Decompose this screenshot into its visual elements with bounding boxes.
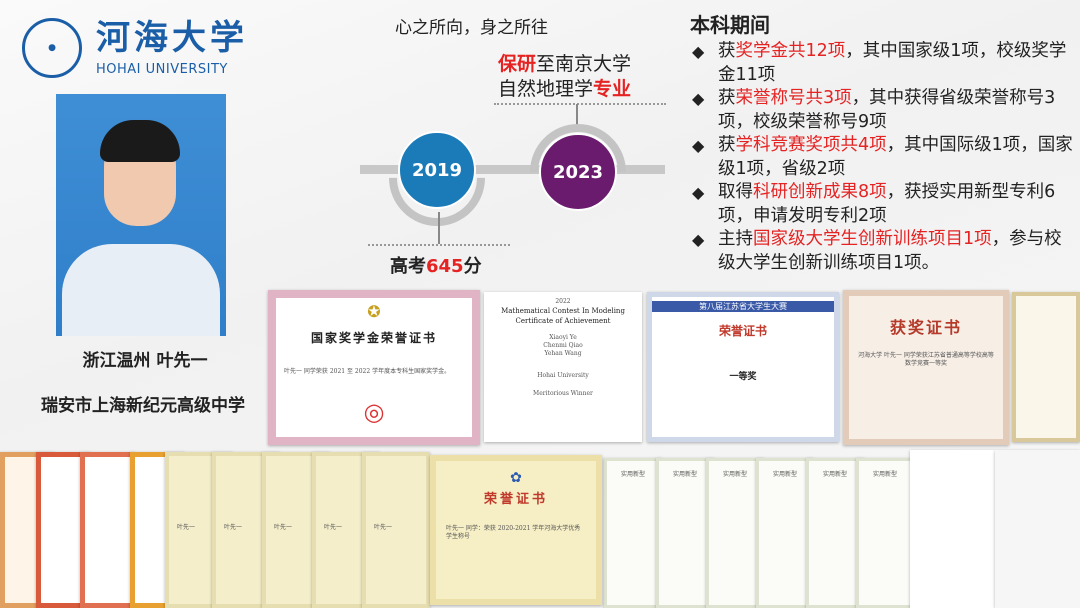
- national-scholarship-certificate: ✪ 国家奖学金荣誉证书 叶先一 同学荣获 2021 至 2022 学年度本专科生…: [268, 290, 480, 445]
- achievement-item: ◆主持国家级大学生创新训练项目1项，参与校级大学生创新训练项目1项。: [692, 229, 1062, 273]
- patent-certificate: 实用新型: [856, 458, 914, 608]
- patent-certificate: 实用新型: [656, 458, 714, 608]
- diamond-bullet-icon: ◆: [692, 230, 705, 249]
- diamond-bullet-icon: ◆: [692, 89, 705, 108]
- small-certificate: [80, 452, 135, 608]
- profile-photo: [56, 94, 226, 336]
- university-seal-icon: ●: [22, 18, 82, 78]
- achievements-title: 本科期间: [690, 13, 770, 37]
- achievement-item: ◆取得科研创新成果8项，获授实用新型专利6项，申请发明专利2项: [692, 182, 1056, 226]
- profile-school: 瑞安市上海新纪元高级中学: [41, 396, 245, 416]
- achievement-item: ◆获奖学金共12项，其中国家级1项，校级奖学金11项: [692, 41, 1067, 85]
- honor-certificate-small: 叶先一: [362, 452, 430, 608]
- logo-english: HOHAI UNIVERSITY: [96, 62, 228, 77]
- logo-chinese: 河海大学: [96, 18, 248, 58]
- gaokao-score: 高考645分: [390, 256, 482, 277]
- certificate-partial: [1012, 292, 1080, 442]
- patent-document: [910, 450, 995, 608]
- profile-name: 浙江温州 叶先一: [82, 351, 208, 371]
- diamond-bullet-icon: ◆: [692, 136, 705, 155]
- honor-certificate: ✿ 荣誉证书 叶先一 同学：荣获 2020-2021 学年河海大学优秀学生称号: [430, 455, 602, 605]
- year-2023: 2023: [539, 133, 617, 211]
- motto: 心之所向，身之所往: [395, 18, 548, 38]
- university-logo: ● HOHAI UNIVERSITY 河海大学: [22, 18, 244, 82]
- achievement-item: ◆获荣誉称号共3项，其中获得省级荣誉称号3项，校级荣誉称号9项: [692, 88, 1056, 132]
- year-2019: 2019: [398, 131, 476, 209]
- diamond-bullet-icon: ◆: [692, 183, 705, 202]
- patent-certificate: 实用新型: [706, 458, 764, 608]
- mcm-certificate: 2022 Mathematical Contest In Modeling Ce…: [484, 292, 642, 442]
- patent-certificate: 实用新型: [604, 458, 662, 608]
- timeline-bar: [360, 165, 665, 174]
- diamond-bullet-icon: ◆: [692, 42, 705, 61]
- achievement-item: ◆获学科竞赛奖项共4项，其中国际级1项，国家级1项，省级2项: [692, 135, 1073, 179]
- graduate-plan: 保研至南京大学 自然地理学专业: [498, 53, 632, 100]
- patent-document: [995, 450, 1080, 608]
- award-certificate: 获奖证书 河海大学 叶先一 同学荣获江苏省普通高等学校高等数学竞赛一等奖: [843, 290, 1009, 445]
- achievements: 本科期间 ◆获奖学金共12项，其中国家级1项，校级奖学金11项◆获荣誉称号共3项…: [690, 12, 1075, 275]
- jiangsu-competition-certificate: 第八届江苏省大学生大赛 荣誉证书 一等奖: [647, 292, 839, 442]
